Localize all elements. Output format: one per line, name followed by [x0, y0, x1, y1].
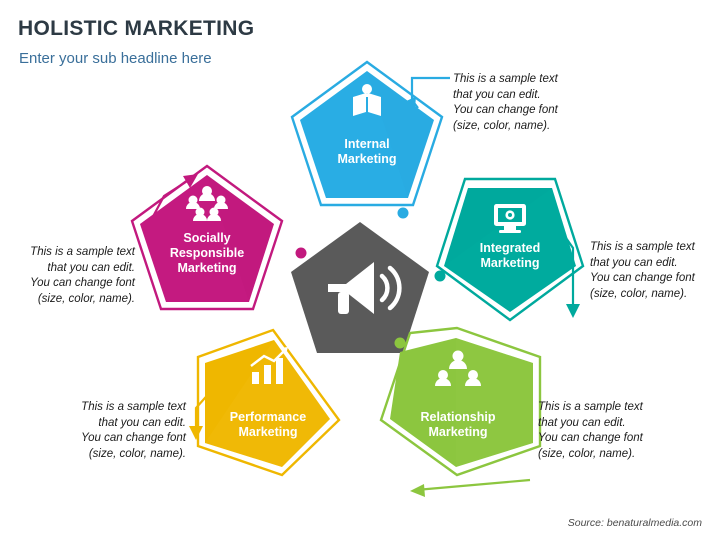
callout-line: (size, color, name).	[453, 119, 551, 132]
center-node[interactable]	[291, 222, 429, 353]
node-internal-marketing[interactable]	[290, 60, 444, 219]
callout-line: that you can edit.	[453, 88, 541, 101]
callout-line: This is a sample text	[538, 401, 643, 413]
callout-line: You can change font	[590, 272, 695, 284]
people-network-icon	[435, 350, 481, 386]
callout-performance: This is a sample text that you can edit.…	[28, 400, 186, 462]
growth-chart-icon	[250, 347, 288, 384]
callout-line: You can change font	[453, 104, 558, 116]
callout-line: (size, color, name).	[590, 287, 688, 300]
callout-line: (size, color, name).	[88, 447, 186, 460]
arrow-relationship	[410, 478, 531, 497]
page-subtitle: Enter your sub headline here	[19, 50, 212, 67]
callout-line: (size, color, name).	[538, 447, 636, 460]
callout-line: You can change font	[30, 277, 135, 289]
callout-internal: This is a sample text that you can edit.…	[453, 72, 613, 134]
page-title: HOLISTIC MARKETING	[18, 17, 255, 40]
megaphone-icon	[328, 262, 402, 314]
callout-socially: This is a sample text that you can edit.…	[0, 245, 135, 307]
callout-line: that you can edit.	[98, 416, 186, 429]
callout-line: You can change font	[538, 432, 643, 444]
callout-line: (size, color, name).	[37, 292, 135, 305]
callout-line: This is a sample text	[30, 246, 135, 258]
callout-line: that you can edit.	[47, 261, 135, 274]
node-socially-responsible-marketing[interactable]	[130, 164, 307, 311]
monitor-gear-icon	[494, 204, 526, 233]
callout-integrated: This is a sample text that you can edit.…	[590, 240, 720, 302]
callout-line: This is a sample text	[453, 73, 558, 85]
callout-line: that you can edit.	[538, 416, 626, 429]
callout-line: This is a sample text	[590, 241, 695, 253]
book-idea-icon	[353, 84, 381, 116]
source-credit: Source: benaturalmedia.com	[567, 517, 702, 529]
callout-line: that you can edit.	[590, 256, 678, 269]
callout-line: This is a sample text	[81, 401, 186, 413]
callout-line: You can change font	[81, 432, 186, 444]
node-relationship-marketing[interactable]	[379, 326, 542, 477]
callout-relationship: This is a sample text that you can edit.…	[538, 400, 698, 462]
people-group-icon	[186, 186, 228, 221]
node-performance-marketing[interactable]	[196, 328, 341, 477]
node-integrated-marketing[interactable]	[434, 177, 585, 322]
